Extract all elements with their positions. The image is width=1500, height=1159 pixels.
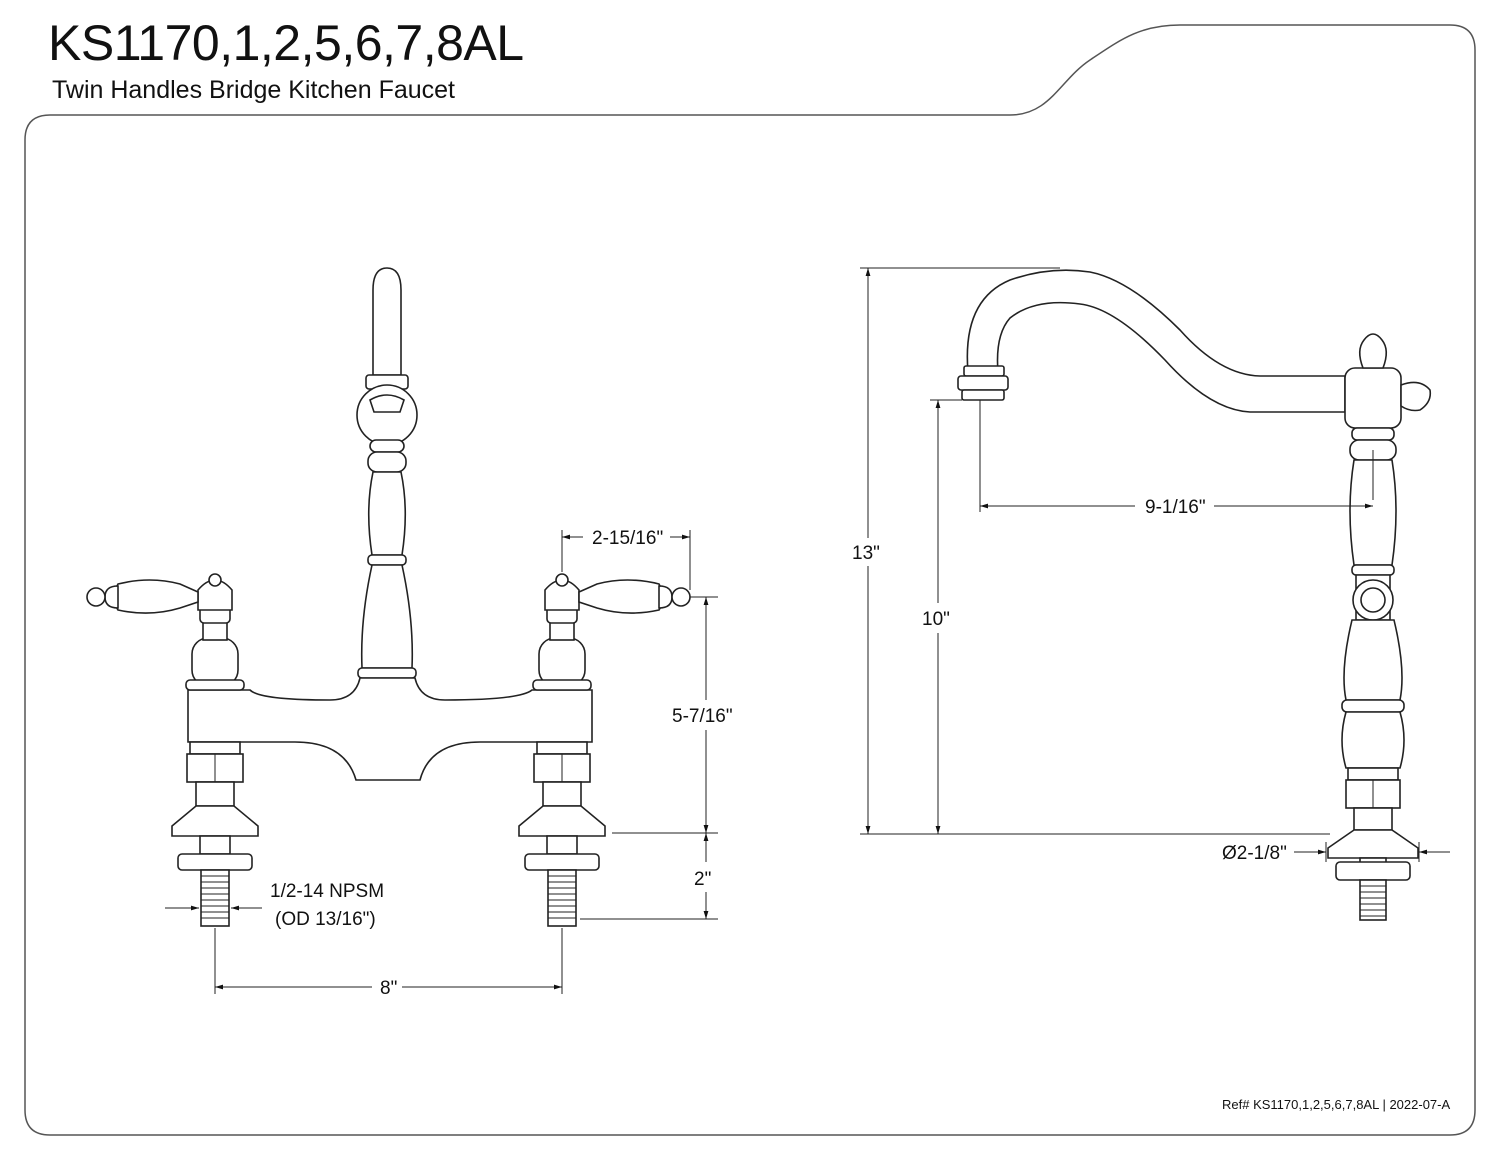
page-title: KS1170,1,2,5,6,7,8AL xyxy=(48,15,524,71)
dim-overall-height: 13" xyxy=(852,543,880,564)
dim-handle-height: 5-7/16" xyxy=(672,706,733,727)
dim-spout-height: 10" xyxy=(922,609,950,630)
dim-connection-od: (OD 13/16") xyxy=(275,909,376,930)
dim-spout-reach: 9-1/16" xyxy=(1145,497,1206,518)
reference-number: Ref# KS1170,1,2,5,6,7,8AL | 2022-07-A xyxy=(1222,1097,1450,1112)
drawing-frame xyxy=(24,24,1476,1136)
dim-base-diameter: Ø2-1/8" xyxy=(1222,843,1287,864)
dim-connection: 1/2-14 NPSM xyxy=(270,881,384,902)
front-view-dimensions: 2-15/16" 5-7/16" 2" 1/2-14 NPSM (OD 13/1… xyxy=(165,528,733,999)
dim-center-spread: 8" xyxy=(380,978,397,999)
dim-shank-length: 2" xyxy=(694,869,711,890)
side-view-faucet xyxy=(957,269,1432,921)
side-view-dimensions: 13" 10" 9-1/16" Ø2-1/8" xyxy=(852,267,1450,864)
dim-handle-reach: 2-15/16" xyxy=(592,528,663,549)
front-view-faucet xyxy=(86,267,691,927)
page-subtitle: Twin Handles Bridge Kitchen Faucet xyxy=(52,76,455,104)
